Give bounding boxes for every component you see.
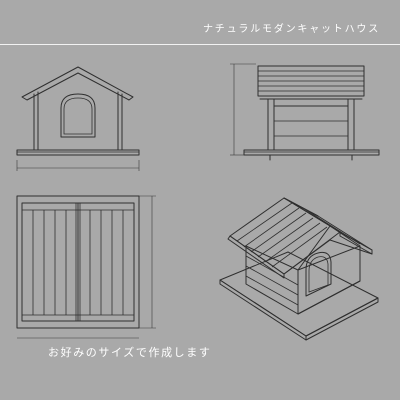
side-view (230, 63, 380, 161)
product-title: ナチュラルモダンキャットハウス (203, 24, 380, 35)
front-view (16, 66, 140, 171)
top-view (16, 195, 156, 339)
perspective-view (219, 197, 379, 341)
header-divider (0, 44, 400, 45)
custom-size-caption: お好みのサイズで作成します (48, 346, 212, 359)
